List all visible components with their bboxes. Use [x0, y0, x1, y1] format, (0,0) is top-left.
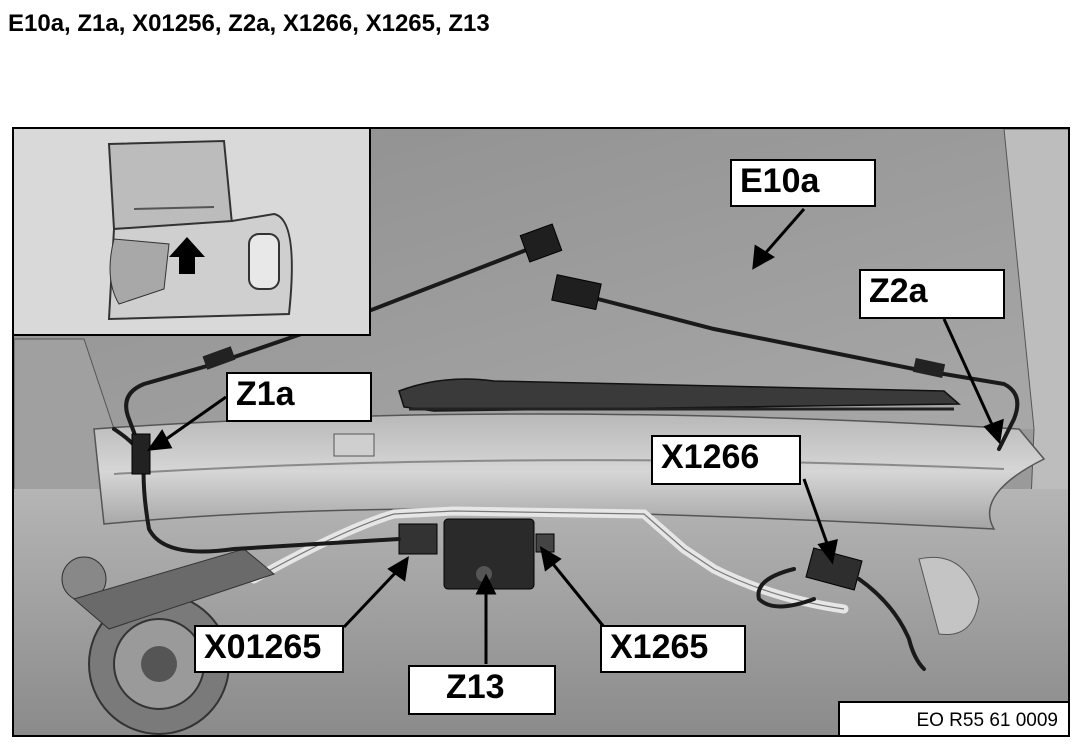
tailgate-inset-drawing: [107, 139, 293, 321]
inset-view: [14, 129, 371, 336]
up-arrow-icon: [169, 237, 205, 274]
page-title: E10a, Z1a, X01256, Z2a, X1266, X1265, Z1…: [8, 10, 490, 37]
wiper-arm: [398, 378, 961, 412]
label-z1a: Z1a: [226, 372, 372, 422]
component-illustration: E10a Z2a Z1a X1266 X01265 X1265 Z13 EO R…: [12, 127, 1070, 737]
figure-reference: EO R55 61 0009: [838, 701, 1068, 735]
plug-top-right: [551, 274, 602, 311]
plug-top-left: [519, 223, 563, 263]
connector-left: [398, 523, 438, 555]
leader-arrows: [146, 208, 1004, 664]
wiring-harness: [112, 245, 1020, 671]
vehicle-scene: [14, 129, 1068, 735]
wiper-motor: [61, 548, 276, 735]
label-x1266: X1266: [651, 435, 801, 485]
label-z13: Z13: [408, 665, 556, 715]
label-x1265: X1265: [600, 625, 746, 673]
cross-panel: [93, 413, 1046, 530]
panel-crease: [113, 459, 1005, 475]
label-x01265: X01265: [194, 625, 344, 673]
plug-z1a: [131, 433, 151, 475]
label-z2a: Z2a: [859, 269, 1005, 319]
connector-x1266: [805, 547, 863, 591]
label-e10a: E10a: [730, 159, 876, 207]
